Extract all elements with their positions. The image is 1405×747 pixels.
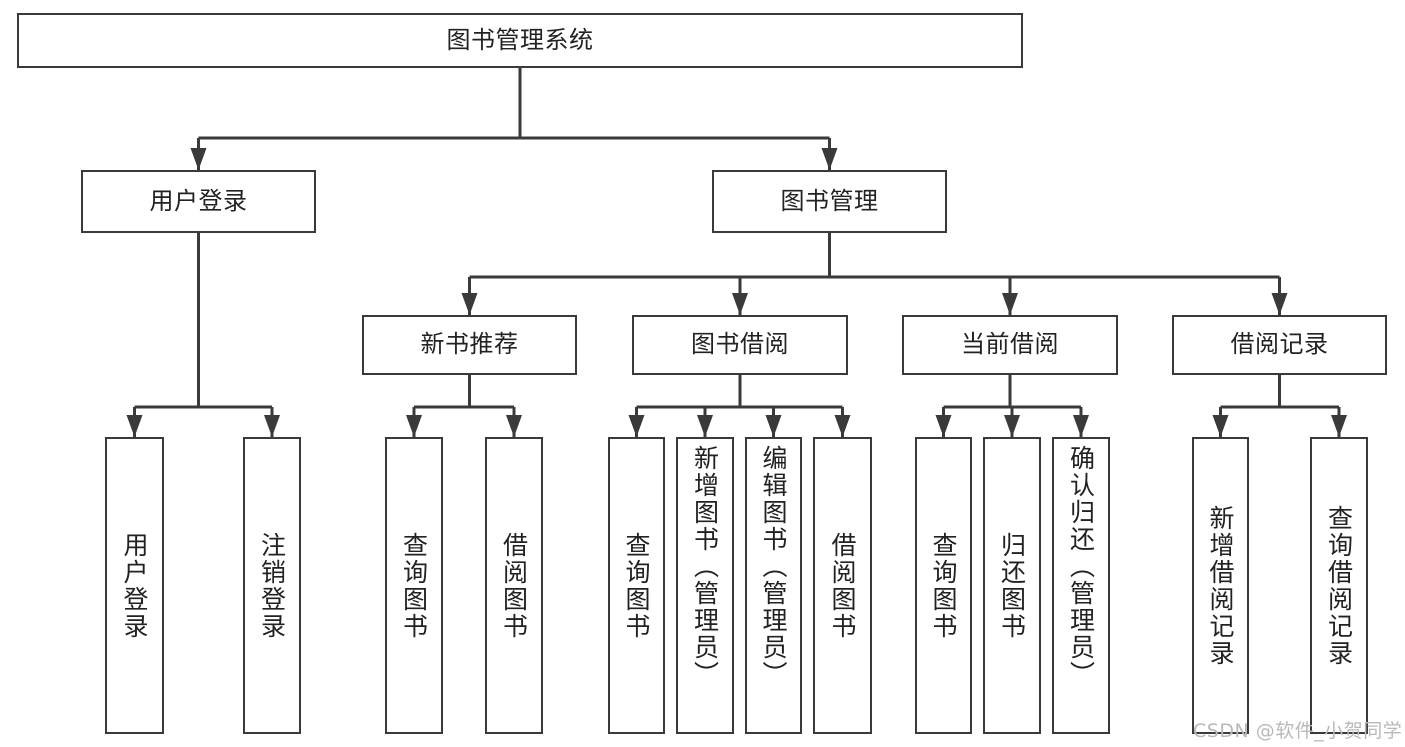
arrowhead-icon [765,415,782,437]
node-label: 新增借阅记录 [1206,504,1235,667]
node-label: 查询图书 [622,531,651,640]
node-label: 查询借阅记录 [1324,504,1354,667]
node-leaf_3[interactable]: 借阅图书 [485,437,543,734]
arrowhead-icon [834,415,851,437]
node-label: 用户登录 [149,186,248,215]
node-leaf_9[interactable]: 归还图书 [983,437,1041,734]
arrowhead-icon [1331,415,1347,437]
arrowhead-icon [821,148,838,170]
node-leaf_6[interactable]: 编辑图书（管理员） [745,437,802,734]
node-label: 新增图书（管理员） [690,445,720,688]
node-l3_2[interactable]: 当前借阅 [902,315,1118,375]
node-label: 查询图书 [399,531,429,640]
node-leaf_2[interactable]: 查询图书 [385,437,443,734]
node-label: 归还图书 [997,531,1027,640]
arrowhead-icon [126,415,143,437]
node-l3_0[interactable]: 新书推荐 [362,315,577,375]
node-leaf_4[interactable]: 查询图书 [608,437,665,734]
arrowhead-icon [628,415,645,437]
node-label: 借阅记录 [1230,330,1329,359]
node-leaf_7[interactable]: 借阅图书 [813,437,872,734]
arrowhead-icon [264,415,280,437]
arrowhead-icon [1002,293,1018,315]
arrowhead-icon [1073,415,1089,437]
node-label: 新书推荐 [420,330,519,359]
arrowhead-icon [406,415,422,437]
arrowhead-icon [732,293,748,315]
node-root[interactable]: 图书管理系统 [17,13,1023,68]
node-label: 确认归还（管理员） [1066,445,1096,688]
node-label: 查询图书 [929,531,958,640]
arrowhead-icon [190,148,207,170]
node-leaf_8[interactable]: 查询图书 [915,437,972,734]
node-leaf_0[interactable]: 用户登录 [105,437,164,734]
node-leaf_12[interactable]: 查询借阅记录 [1310,437,1368,734]
node-label: 图书借阅 [691,330,789,359]
arrowhead-icon [461,293,478,315]
node-label: 当前借阅 [961,330,1059,359]
node-leaf_11[interactable]: 新增借阅记录 [1192,437,1249,734]
arrowhead-icon [697,415,713,437]
node-leaf_5[interactable]: 新增图书（管理员） [676,437,734,734]
node-l3_1[interactable]: 图书借阅 [632,315,848,375]
node-l3_3[interactable]: 借阅记录 [1172,315,1387,375]
node-label: 图书管理 [780,186,879,215]
node-label: 借阅图书 [828,531,857,640]
arrowhead-icon [1271,293,1288,315]
arrowhead-icon [506,415,522,437]
node-l2_1[interactable]: 图书管理 [712,170,947,233]
node-label: 图书管理系统 [446,25,594,54]
node-label: 借阅图书 [499,531,529,640]
arrowhead-icon [1004,415,1020,437]
node-label: 注销登录 [257,531,287,640]
arrowhead-icon [935,415,952,437]
node-leaf_1[interactable]: 注销登录 [243,437,301,734]
node-label: 用户登录 [120,531,149,640]
node-label: 编辑图书（管理员） [759,445,788,688]
arrowhead-icon [1212,415,1229,437]
node-l2_0[interactable]: 用户登录 [81,170,316,233]
node-leaf_10[interactable]: 确认归还（管理员） [1052,437,1110,734]
